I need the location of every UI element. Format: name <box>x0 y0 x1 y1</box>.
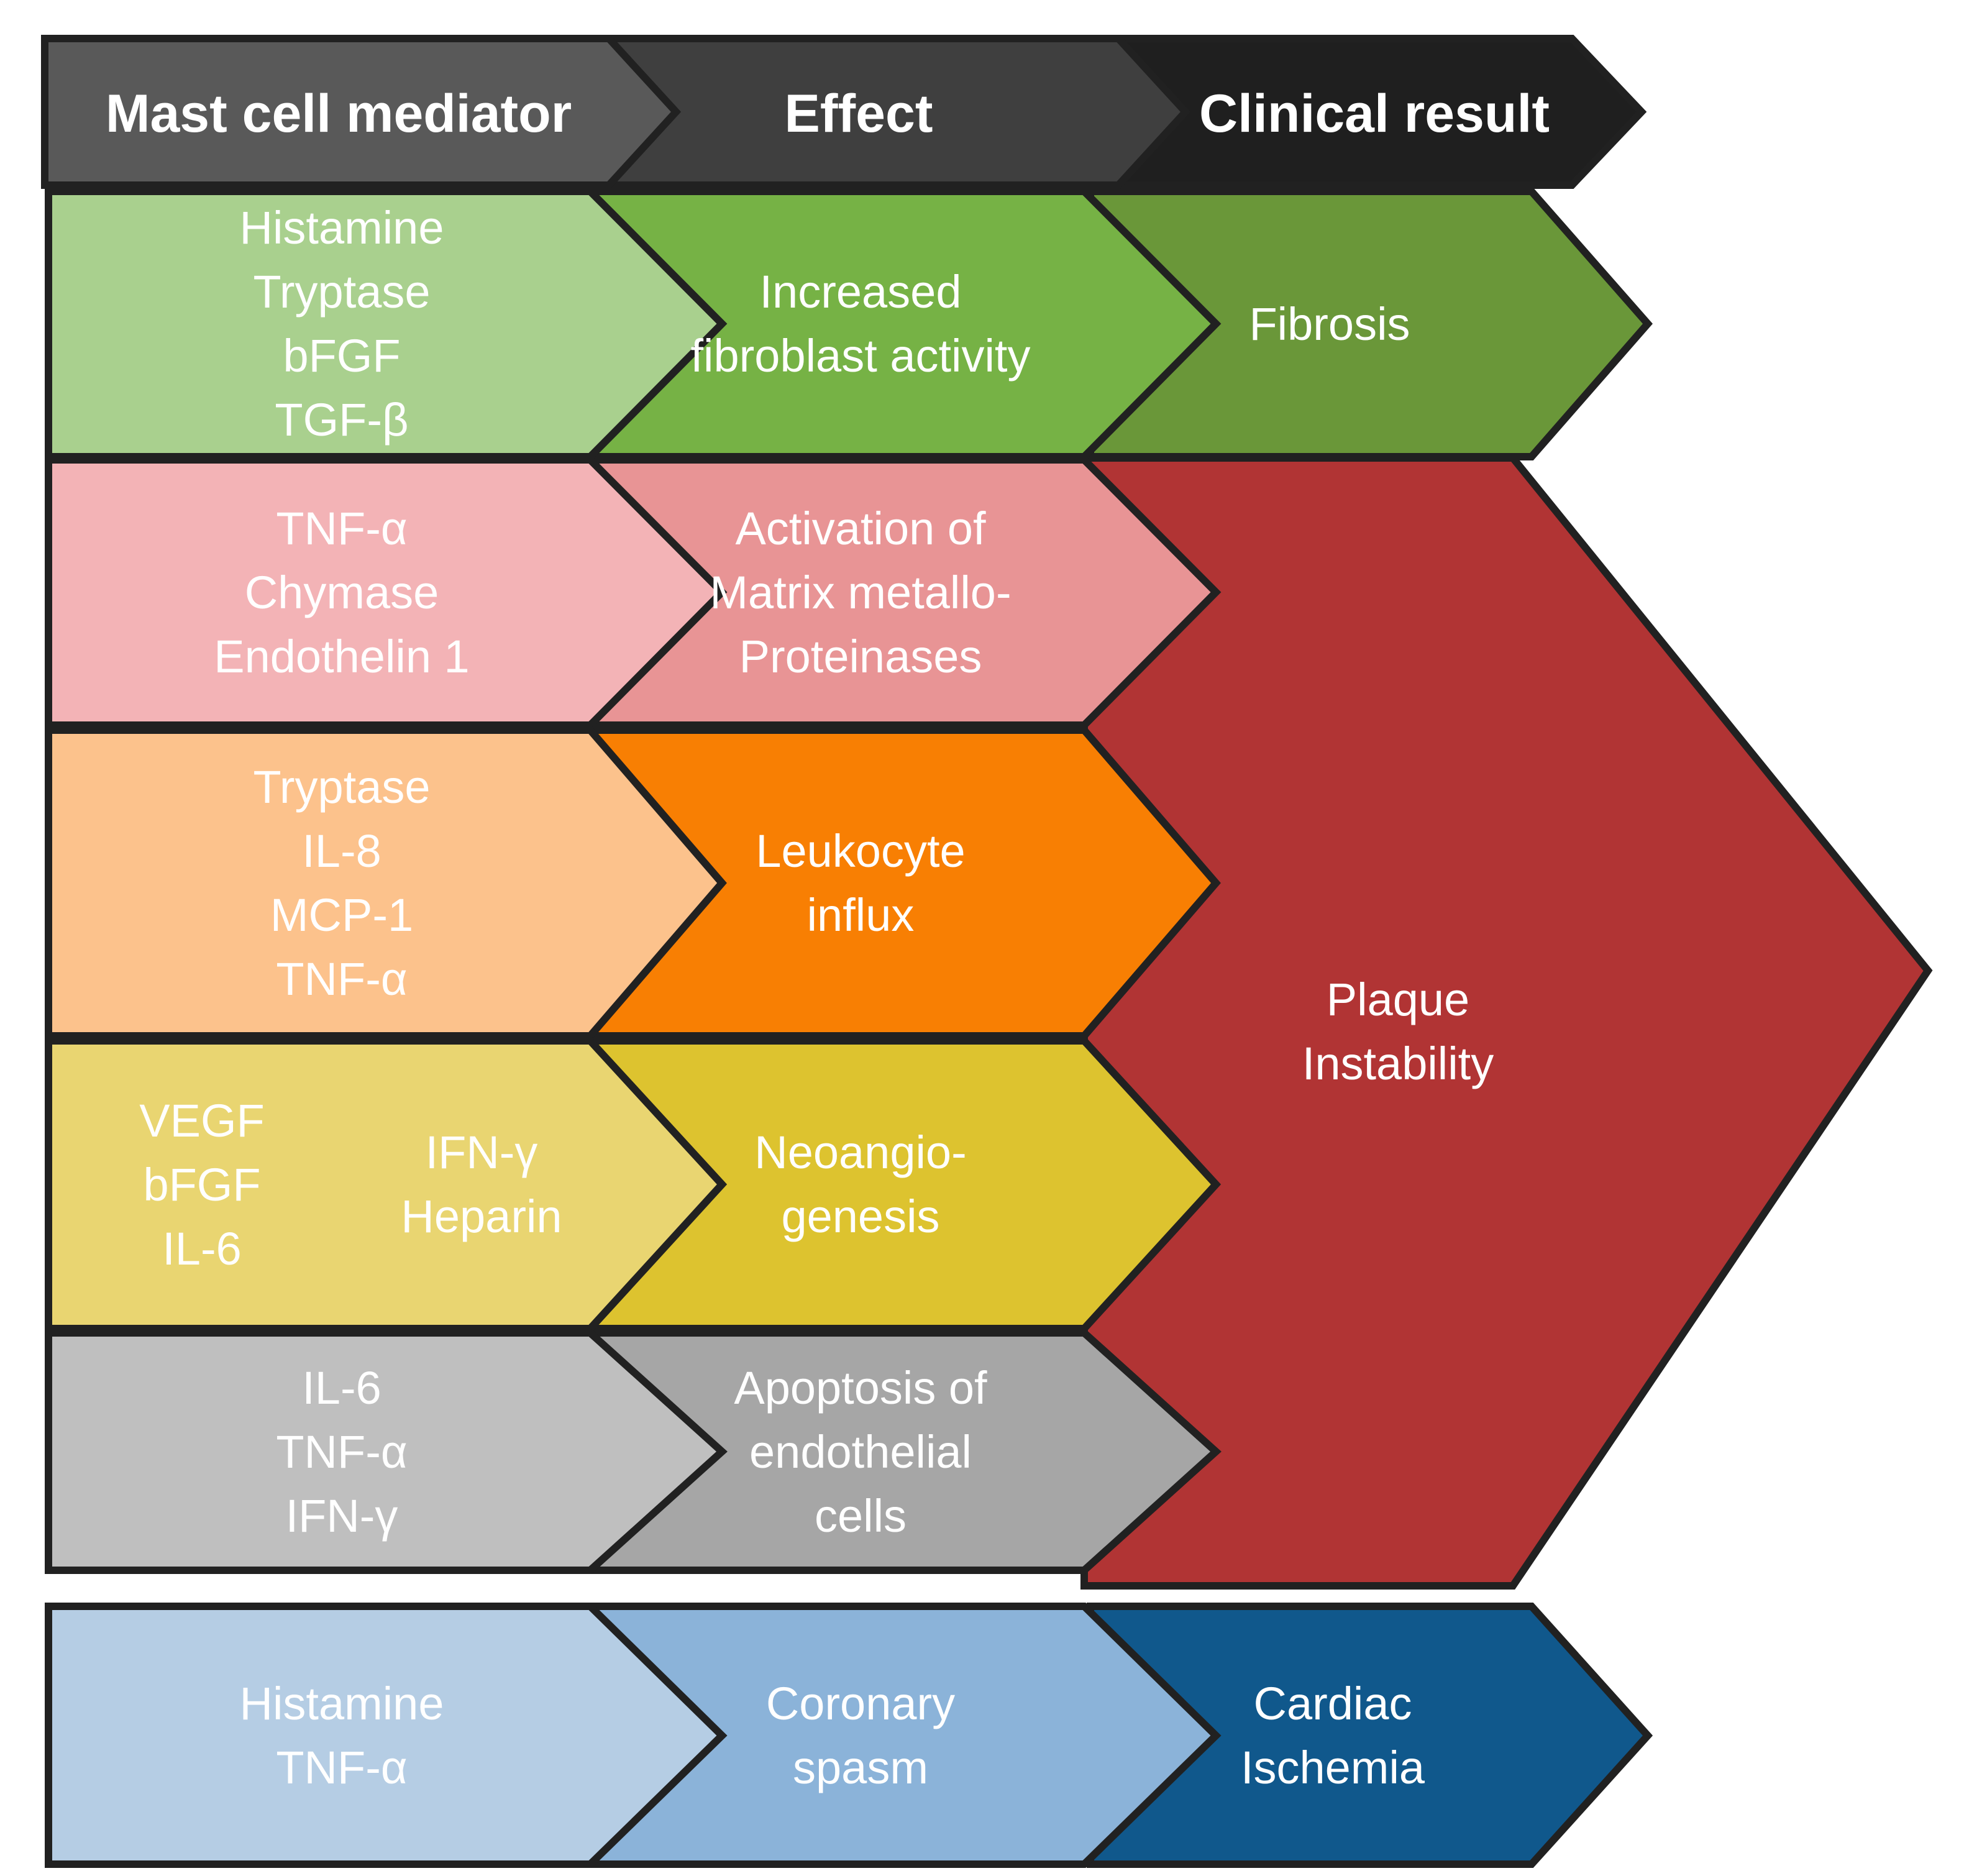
row2-effect-line1: Activation of <box>735 503 986 554</box>
row3-effect-line2: influx <box>807 889 915 941</box>
row4-mediator-left-line2: bFGF <box>143 1159 260 1210</box>
mediator-arrow-row3 <box>45 726 727 1040</box>
row2-mediator-line3: Endothelin 1 <box>214 631 469 682</box>
row4-mediator-left-line1: VEGF <box>139 1095 264 1146</box>
plaque-instability-arrow <box>1080 454 1933 1590</box>
row5-effect-line2: endothelial <box>749 1426 972 1478</box>
row5-effect-line3: cells <box>815 1490 907 1542</box>
row3-mediator-line2: IL-8 <box>302 825 381 877</box>
row6-result-line2: Ischemia <box>1241 1742 1425 1793</box>
mediator-arrow-row2 <box>45 456 728 729</box>
plaque-instability-line2: Instability <box>1302 1038 1494 1089</box>
mediator-arrow-row1 <box>45 188 728 460</box>
row6-effect-line1: Coronary <box>766 1678 955 1729</box>
plaque-instability-line1: Plaque <box>1327 974 1469 1025</box>
row4-mediator-right-line1: IFN-γ <box>426 1127 538 1178</box>
row4-mediator-left-line3: IL-6 <box>162 1223 242 1274</box>
header-mast-cell-mediator-arrow <box>41 35 682 189</box>
row1-mediator-line4: TGF-β <box>275 394 408 446</box>
row4-effect-line2: genesis <box>781 1191 939 1242</box>
row6-result-line1: Cardiac <box>1254 1678 1412 1729</box>
header-mast-cell-mediator-label: Mast cell mediator <box>106 84 572 144</box>
row1-effect-line2: fibroblast activity <box>691 330 1031 382</box>
row5-mediator-line1: IL-6 <box>302 1362 381 1414</box>
row1-effect-line1: Increased <box>760 266 962 318</box>
row1-mediator-line3: bFGF <box>283 330 400 382</box>
row5-effect-line1: Apoptosis of <box>734 1362 987 1414</box>
row2-mediator-line1: TNF-α <box>276 503 407 554</box>
row6-mediator-line1: Histamine <box>240 1678 444 1729</box>
mediator-arrow-row6 <box>45 1603 728 1868</box>
row3-mediator-line3: MCP-1 <box>270 889 413 941</box>
row4-mediator-right-line2: Heparin <box>401 1191 562 1242</box>
mediator-arrow-row4 <box>45 1037 728 1332</box>
row6-effect-line2: spasm <box>793 1742 928 1793</box>
row5-mediator-line3: IFN-γ <box>286 1490 398 1542</box>
row5-mediator-line2: TNF-α <box>276 1426 407 1478</box>
row2-mediator-line2: Chymase <box>245 567 439 618</box>
row6-mediator-line2: TNF-α <box>276 1742 407 1793</box>
row4-effect-line1: Neoangio- <box>754 1127 966 1178</box>
row1-result-label: Fibrosis <box>1249 298 1410 350</box>
row2-effect-line2: Matrix metallo- <box>710 567 1011 618</box>
row1-mediator-line1: Histamine <box>240 202 444 254</box>
row3-mediator-line1: Tryptase <box>253 761 430 813</box>
header-effect-label: Effect <box>785 84 933 144</box>
row1-mediator-line2: Tryptase <box>253 266 430 318</box>
row3-effect-line1: Leukocyte <box>756 825 965 877</box>
header-clinical-result-label: Clinical result <box>1199 84 1550 144</box>
row2-effect-line3: Proteinases <box>739 631 982 682</box>
row3-mediator-line4: TNF-α <box>276 953 407 1005</box>
mediator-arrow-row5 <box>45 1329 728 1574</box>
